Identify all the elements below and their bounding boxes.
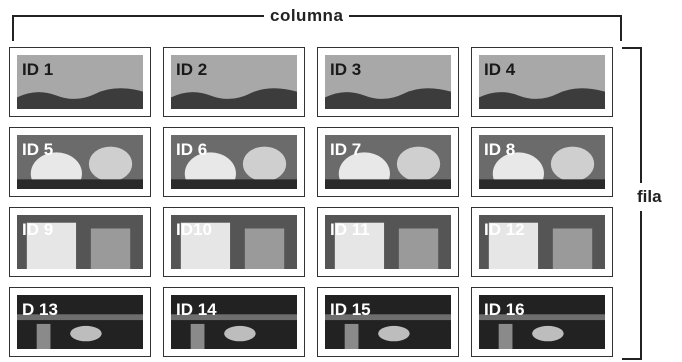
tile-photo <box>325 215 451 269</box>
tile-id-label: ID 5 <box>22 140 54 159</box>
tile-3: ID 3 <box>317 47 459 117</box>
tile-photo <box>325 135 451 189</box>
tile-id-label: ID 2 <box>176 60 208 79</box>
tile-photo <box>17 135 143 189</box>
tile-id-label: ID 15 <box>330 300 371 319</box>
tile-id-label: ID 8 <box>484 140 516 159</box>
tile-1: ID 1 <box>9 47 151 117</box>
tile-photo <box>325 55 451 109</box>
tile-photo <box>171 135 297 189</box>
tile-id-label: D 13 <box>22 300 58 319</box>
tile-16: ID 16 <box>471 287 613 357</box>
tile-id-label: ID 4 <box>484 60 516 79</box>
tile-photo <box>171 215 297 269</box>
column-label: columna <box>264 6 350 26</box>
tile-photo <box>479 295 605 349</box>
tile-11: ID 11 <box>317 207 459 277</box>
tile-6: ID 6 <box>163 127 305 197</box>
tile-2: ID 2 <box>163 47 305 117</box>
tile-photo <box>479 55 605 109</box>
tile-photo <box>17 215 143 269</box>
tile-id-label: ID 12 <box>484 220 525 239</box>
tile-5: ID 5 <box>9 127 151 197</box>
tile-id-label: ID 16 <box>484 300 525 319</box>
tile-id-label: ID 7 <box>330 140 362 159</box>
tile-id-label: ID 6 <box>176 140 208 159</box>
tile-id-label: ID 1 <box>22 60 54 79</box>
tile-id-label: ID 11 <box>330 220 370 239</box>
tile-10: ID10 <box>163 207 305 277</box>
tile-15: ID 15 <box>317 287 459 357</box>
tile-id-label: ID 9 <box>22 220 54 239</box>
tile-id-label: ID 14 <box>176 300 217 319</box>
tile-photo <box>17 55 143 109</box>
tile-id-label: ID10 <box>176 220 212 239</box>
tile-7: ID 7 <box>317 127 459 197</box>
tile-14: ID 14 <box>163 287 305 357</box>
tile-4: ID 4 <box>471 47 613 117</box>
tile-13: D 13 <box>9 287 151 357</box>
tile-photo <box>479 135 605 189</box>
tile-photo <box>171 55 297 109</box>
tile-photo <box>171 295 297 349</box>
tile-12: ID 12 <box>471 207 613 277</box>
row-label: fila <box>637 183 662 211</box>
tile-photo <box>325 295 451 349</box>
tile-8: ID 8 <box>471 127 613 197</box>
tile-photo <box>17 295 143 349</box>
tile-photo <box>479 215 605 269</box>
tile-9: ID 9 <box>9 207 151 277</box>
tile-id-label: ID 3 <box>330 60 362 79</box>
